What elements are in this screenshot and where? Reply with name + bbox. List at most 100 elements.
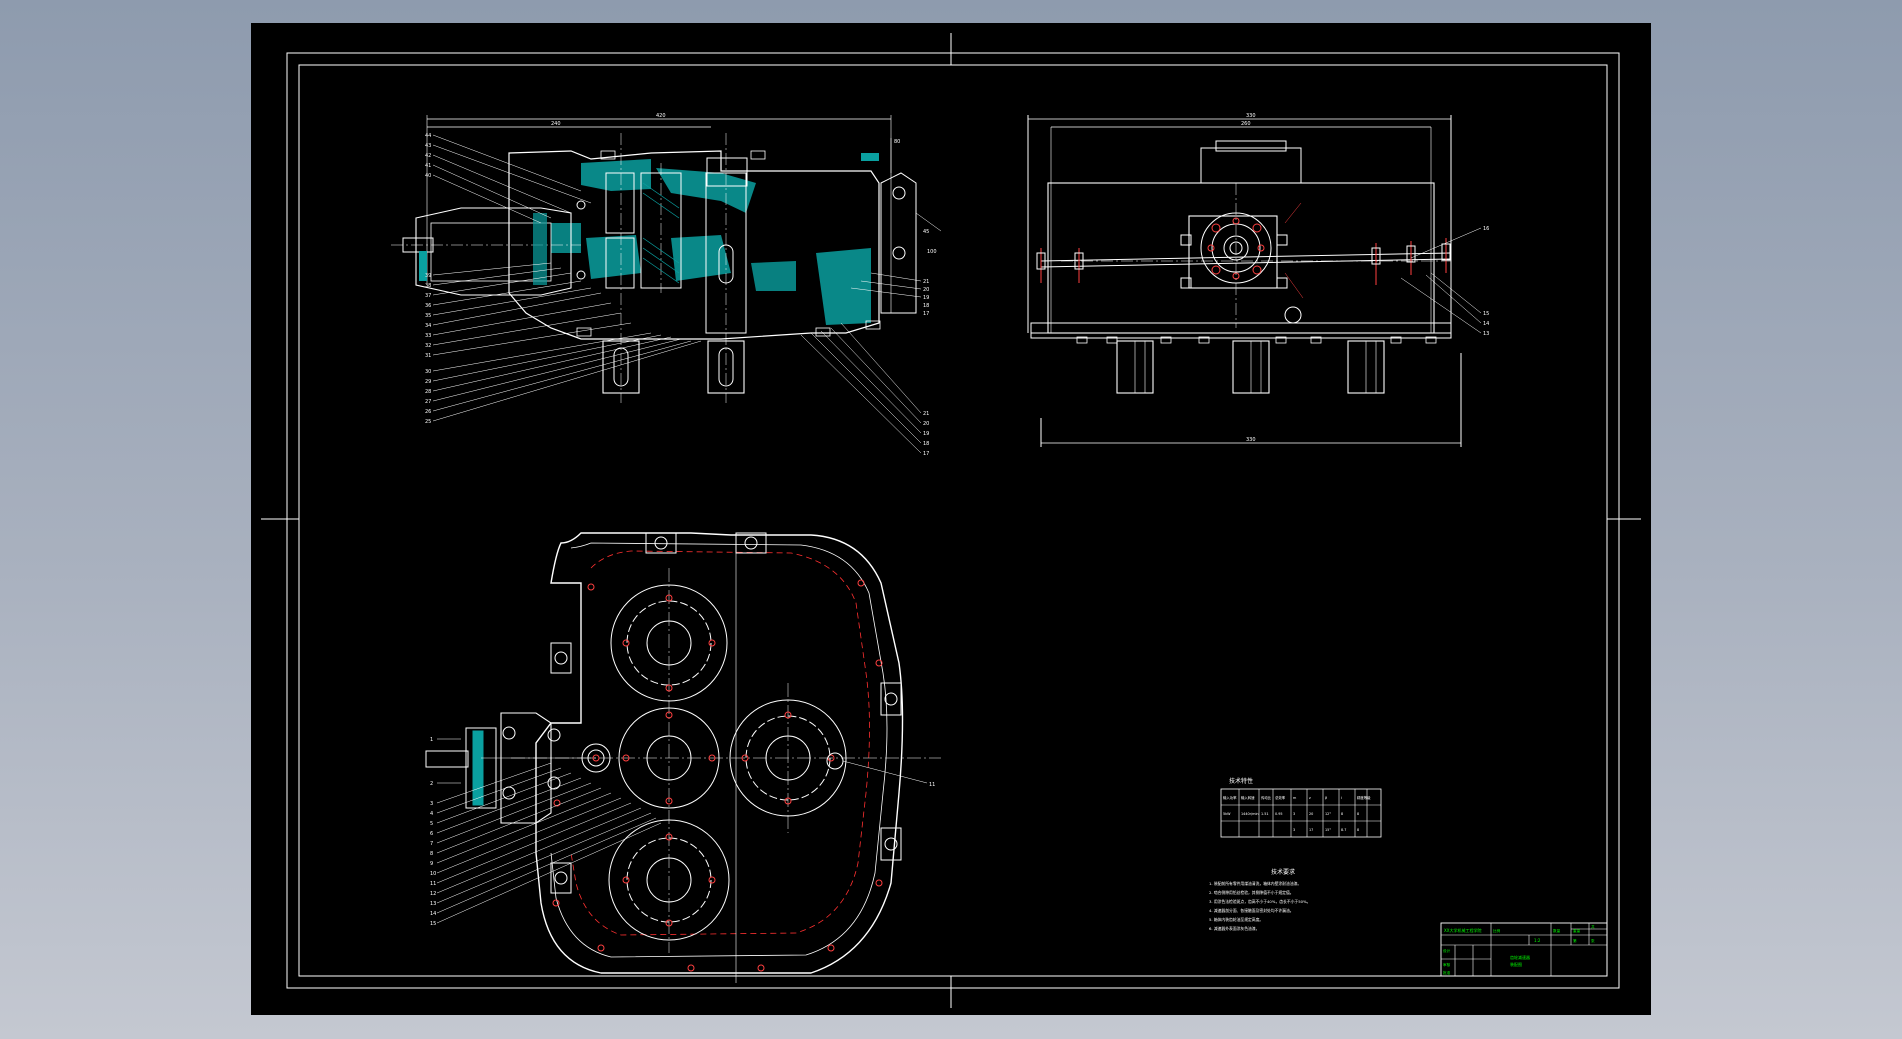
part-number-label: 15 [1483,311,1489,317]
tech-req-item: 2. 啮合侧隙用铅丝检验，其侧隙值不小于规定值。 [1209,890,1294,895]
tech-req-item: 5. 箱体内装齿轮油至规定高度。 [1209,917,1263,922]
spec-table-cell: 20 [1309,812,1313,816]
title-block-cell: 审核 [1443,962,1451,967]
part-number-label: 15 [430,921,436,927]
part-number-label: 3 [430,801,433,807]
title-block-cell: 共 [1591,924,1595,929]
spec-table-header: β [1325,796,1327,800]
side-dim-overall: 330 [1246,113,1256,119]
part-number-label: 19 [923,431,929,437]
part-number-label: 38 [425,283,431,289]
part-number-label: 42 [425,153,431,159]
spec-table-header: z [1309,796,1311,800]
part-number-label: 4 [430,811,433,817]
spec-table-cell: 12° [1325,812,1331,816]
title-block-cell: 张 [1591,938,1595,943]
title-block-cell: 第 [1573,938,1577,943]
spec-table-header: i [1341,796,1342,800]
spec-table-cell: 8 [1357,828,1359,832]
side-dim-part: 260 [1241,121,1251,127]
spec-table-header: 总效率 [1275,795,1286,800]
spec-table-cell: 0.95 [1275,812,1283,816]
title-block-cell: 数量 [1553,928,1561,933]
spec-table-header: 传动比 [1261,795,1272,800]
title-block-cell: 设计 [1443,948,1451,953]
title-block-scale: 1:2 [1534,938,1541,943]
spec-table-cell: 15° [1325,828,1331,832]
part-number-label: 2 [430,781,433,787]
part-number-label: 32 [425,343,431,349]
spec-table-header: 输入转速 [1241,795,1255,800]
title-block-drawing-no: 装配图 [1510,961,1522,967]
part-number-label: 39 [425,273,431,279]
part-number-label: 17 [923,311,929,317]
part-number-label: 20 [923,287,929,293]
top-plan-view [425,532,941,983]
drawing-canvas: 420 240 80 100 [261,33,1641,1008]
part-number-label: 11 [430,881,436,887]
part-number-label: 31 [425,353,431,359]
part-number-label: 17 [923,451,929,457]
part-number-label: 7 [430,841,433,847]
spec-table-cell: 3 [1293,828,1295,832]
part-number-label: 33 [425,333,431,339]
part-number-label: 34 [425,323,431,329]
drawing-sheet: 420 240 80 100 [251,23,1651,1015]
part-number-label: 26 [425,409,431,415]
spec-table-header: m [1293,796,1297,800]
part-number-label: 21 [923,279,929,285]
spec-table-header: 输入功率 [1223,795,1237,800]
front-dim-part: 240 [551,121,561,127]
part-number-label: 45 [923,229,929,235]
spec-table-cell: 8.7 [1341,828,1346,832]
tech-req-item: 6. 减速器外表面涂灰色油漆。 [1209,926,1259,931]
part-number-label: 9 [430,861,433,867]
spec-table-cell: 17 [1309,828,1313,832]
part-number-label: 41 [425,163,431,169]
tech-req-item: 1. 装配前所有零件用煤油清洗，箱体内壁涂耐油油漆。 [1209,881,1301,886]
part-number-label: 12 [430,891,436,897]
tech-req-title: 技术要求 [1271,868,1295,876]
title-block-cell: 批准 [1443,970,1451,975]
front-dim-side: 80 [894,139,900,145]
part-number-label: 14 [1483,321,1489,327]
part-number-label: 19 [923,295,929,301]
spec-table-header: 精度等级 [1357,795,1371,800]
part-number-label: 13 [1483,331,1489,337]
side-dim-base: 330 [1246,437,1256,443]
spec-table-title: 技术特性 [1229,777,1253,785]
tech-req-item: 4. 减速器剖分面、各接触面及密封处均不许漏油。 [1209,908,1294,913]
part-number-label: 21 [923,411,929,417]
spec-table-cell: 8 [1357,812,1359,816]
side-view: 330 260 [1027,113,1482,447]
part-number-label: 44 [425,133,431,139]
part-number-label: 5 [430,821,433,827]
spec-table-cell: 5kW [1223,812,1231,816]
part-number-label: 16 [1483,226,1489,232]
part-number-label: 11 [929,782,935,788]
part-number-label: 43 [425,143,431,149]
part-number-label: 1 [430,737,433,743]
spec-table-cell: 8 [1341,812,1343,816]
part-number-label: 30 [425,369,431,375]
part-number-label: 35 [425,313,431,319]
part-number-label: 20 [923,421,929,427]
part-number-label: 40 [425,173,431,179]
title-block-school: XX大学机械工程学院 [1444,927,1481,933]
title-block-drawing-name: 齿轮减速器 [1510,954,1530,960]
front-section-view: 420 240 80 100 [391,113,942,457]
tech-req-item: 3. 用涂色法检验斑点，齿高不小于40%，齿长不小于50%。 [1209,899,1310,904]
technical-requirements: 技术要求 1. 装配前所有零件用煤油清洗，箱体内壁涂耐油油漆。 2. 啮合侧隙用铅… [1209,868,1310,931]
part-number-label: 10 [430,871,436,877]
part-number-label: 37 [425,293,431,299]
part-number-label: 28 [425,389,431,395]
part-number-label: 29 [425,379,431,385]
part-number-label: 25 [425,419,431,425]
title-block-cell: 重量 [1573,928,1581,933]
front-dim-overall: 420 [656,113,666,119]
part-number-label: 6 [430,831,433,837]
title-block-cell: 比例 [1493,928,1501,933]
